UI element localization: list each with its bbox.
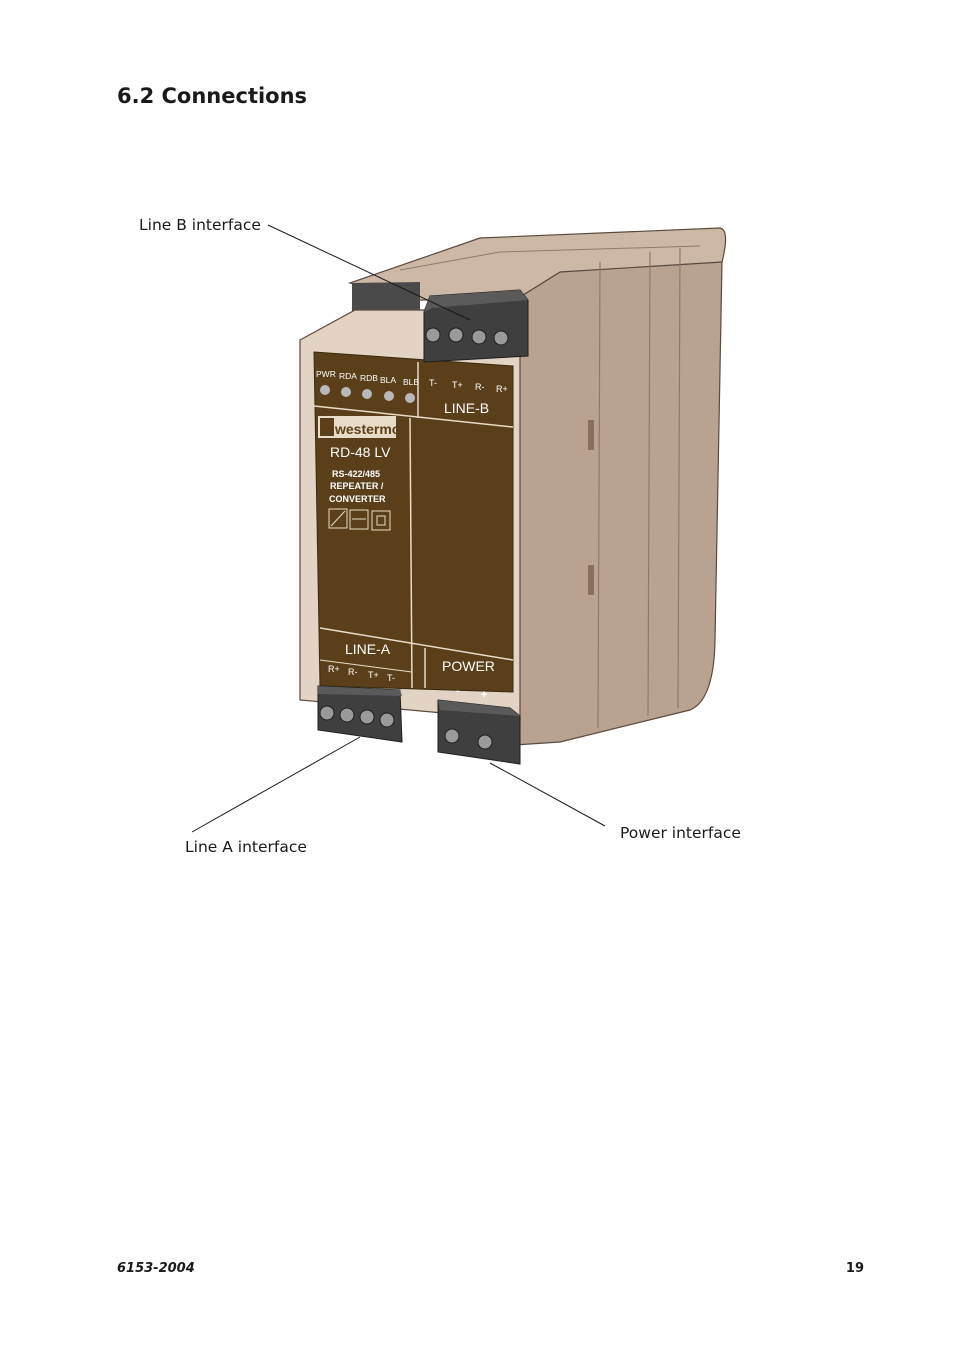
led-label-rda: RDA — [339, 371, 357, 381]
line-b-pin-1: T- — [429, 378, 437, 388]
power-interface-label: Power interface — [620, 824, 741, 842]
line-a-leader — [191, 736, 361, 833]
function-symbols — [328, 508, 391, 531]
led-pwr — [320, 385, 330, 395]
led-bla — [384, 391, 394, 401]
led-rdb — [362, 389, 372, 399]
led-blb — [405, 393, 415, 403]
line-b-terminal-block — [423, 289, 529, 363]
line-b-interface-label: Line B interface — [139, 216, 261, 234]
power-terminal-block — [437, 699, 521, 765]
line-a-pin-2: R- — [348, 667, 358, 677]
line-a-pin-3: T+ — [368, 670, 379, 680]
line-a-terminal-block — [317, 685, 403, 743]
power-leader — [489, 762, 606, 827]
led-label-pwr: PWR — [316, 369, 336, 379]
device-top-body — [347, 227, 727, 301]
led-label-bla: BLA — [380, 375, 396, 385]
power-pin-minus: - — [456, 685, 460, 697]
line-b-pin-3: R- — [475, 382, 485, 392]
section-heading: 6.2 Connections — [117, 84, 308, 108]
led-rda — [341, 387, 351, 397]
line-b-pin-4: R+ — [496, 384, 508, 394]
desc-line-3: CONVERTER — [329, 494, 386, 504]
device-side-body — [514, 243, 723, 746]
brand-logo-box — [318, 416, 396, 438]
line-b-label: LINE-B — [444, 400, 489, 416]
footer-doc-number: 6153-2004 — [117, 1261, 195, 1276]
line-a-interface-label: Line A interface — [185, 838, 307, 856]
line-a-pin-4: T- — [387, 673, 395, 683]
line-b-pin-2: T+ — [452, 380, 463, 390]
model-name: RD-48 LV — [330, 444, 391, 460]
power-pin-plus: + — [481, 689, 487, 701]
led-label-rdb: RDB — [360, 373, 378, 383]
line-b-leader — [267, 224, 471, 321]
brand-logo: westermo — [334, 421, 400, 437]
line-a-label: LINE-A — [345, 641, 391, 657]
desc-line-2: REPEATER / — [330, 481, 384, 491]
desc-line-1: RS-422/485 — [332, 469, 380, 479]
led-label-blb: BLB — [403, 377, 419, 387]
line-a-pin-1: R+ — [328, 664, 340, 674]
power-label: POWER — [442, 658, 495, 674]
footer-page-number: 19 — [845, 1261, 864, 1276]
